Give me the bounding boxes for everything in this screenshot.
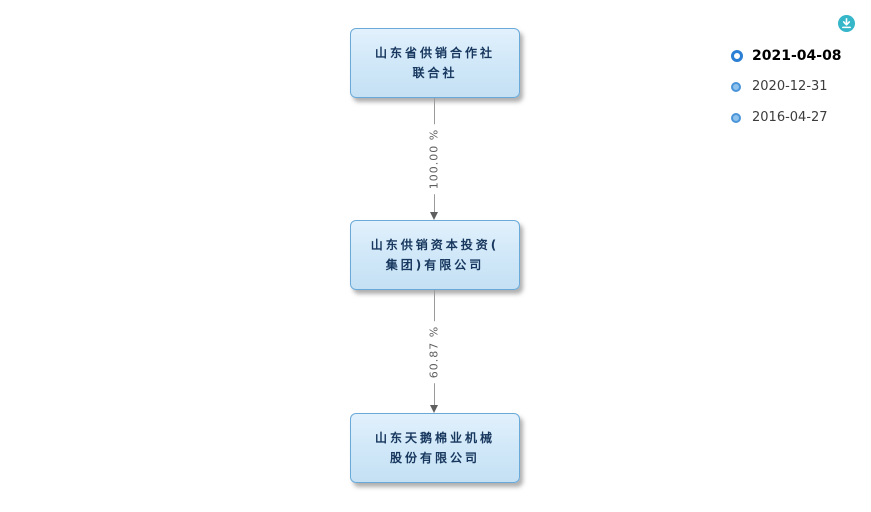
node-label-line: 山东供销资本投资( — [370, 237, 500, 252]
date-label: 2021-04-08 — [752, 47, 842, 64]
radio-icon[interactable] — [731, 81, 741, 92]
date-label: 2016-04-27 — [752, 110, 828, 125]
ownership-percentage: 60.87 % — [427, 320, 441, 383]
snapshot-date-list: 2021-04-08 2020-12-31 2016-04-27 — [731, 40, 842, 133]
date-option-2021-04-08[interactable]: 2021-04-08 — [731, 40, 842, 71]
arrowhead-icon — [430, 212, 438, 220]
node-top-shareholder[interactable]: 山东省供销合作社 联合社 — [350, 28, 520, 98]
node-target-company[interactable]: 山东天鹅棉业机械 股份有限公司 — [350, 413, 520, 483]
node-label-line: 股份有限公司 — [389, 451, 480, 465]
node-label-line: 联合社 — [412, 66, 458, 80]
radio-icon[interactable] — [731, 112, 741, 123]
download-icon — [838, 15, 855, 32]
node-intermediate-company[interactable]: 山东供销资本投资( 集团)有限公司 — [350, 220, 520, 290]
download-button[interactable] — [838, 15, 855, 32]
date-label: 2020-12-31 — [752, 79, 828, 94]
node-label-line: 山东省供销合作社 — [374, 45, 495, 60]
ownership-percentage: 100.00 % — [427, 123, 441, 195]
radio-icon[interactable] — [731, 49, 743, 62]
node-label-line: 山东天鹅棉业机械 — [374, 430, 495, 445]
arrowhead-icon — [430, 405, 438, 413]
node-label-line: 集团)有限公司 — [385, 258, 485, 272]
date-option-2020-12-31[interactable]: 2020-12-31 — [731, 71, 842, 102]
date-option-2016-04-27[interactable]: 2016-04-27 — [731, 102, 842, 133]
